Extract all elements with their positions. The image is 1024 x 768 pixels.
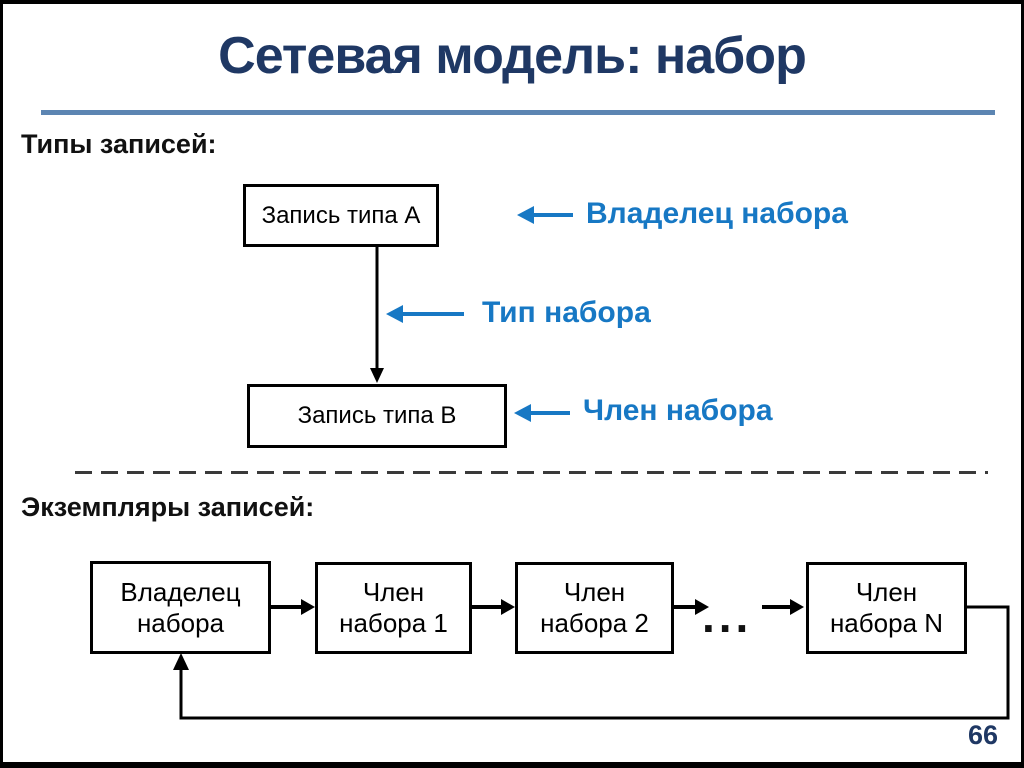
set-type-label: Тип набора [482,296,651,329]
ellipsis-dots: ... [702,590,753,642]
type-connector-arrow [370,247,384,383]
set-owner-instance-box: Владелец набора [90,561,271,654]
chain-arrow-1 [271,599,315,615]
slide-title: Сетевая модель: набор [218,27,807,85]
dashed-separator [75,471,988,474]
set-type-arrow-icon [386,305,464,323]
set-member-n-box: Член набора N [806,562,967,654]
set-member-1-box: Член набора 1 [315,562,472,654]
record-instances-heading: Экземпляры записей: [21,492,315,522]
chain-arrow-2 [472,599,515,615]
set-member-2-box: Член набора 2 [515,562,674,654]
member-arrow-icon [514,404,570,422]
chain-arrow-4 [762,599,804,615]
owner-arrow-icon [517,206,573,224]
record-type-b-box: Запись типа B [247,384,507,448]
record-type-a-box: Запись типа A [243,184,439,247]
set-member-label: Член набора [583,394,773,427]
set-owner-label: Владелец набора [586,197,848,230]
page-number: 66 [967,720,999,750]
title-underline-rule [41,110,995,115]
record-types-heading: Типы записей: [21,129,217,159]
